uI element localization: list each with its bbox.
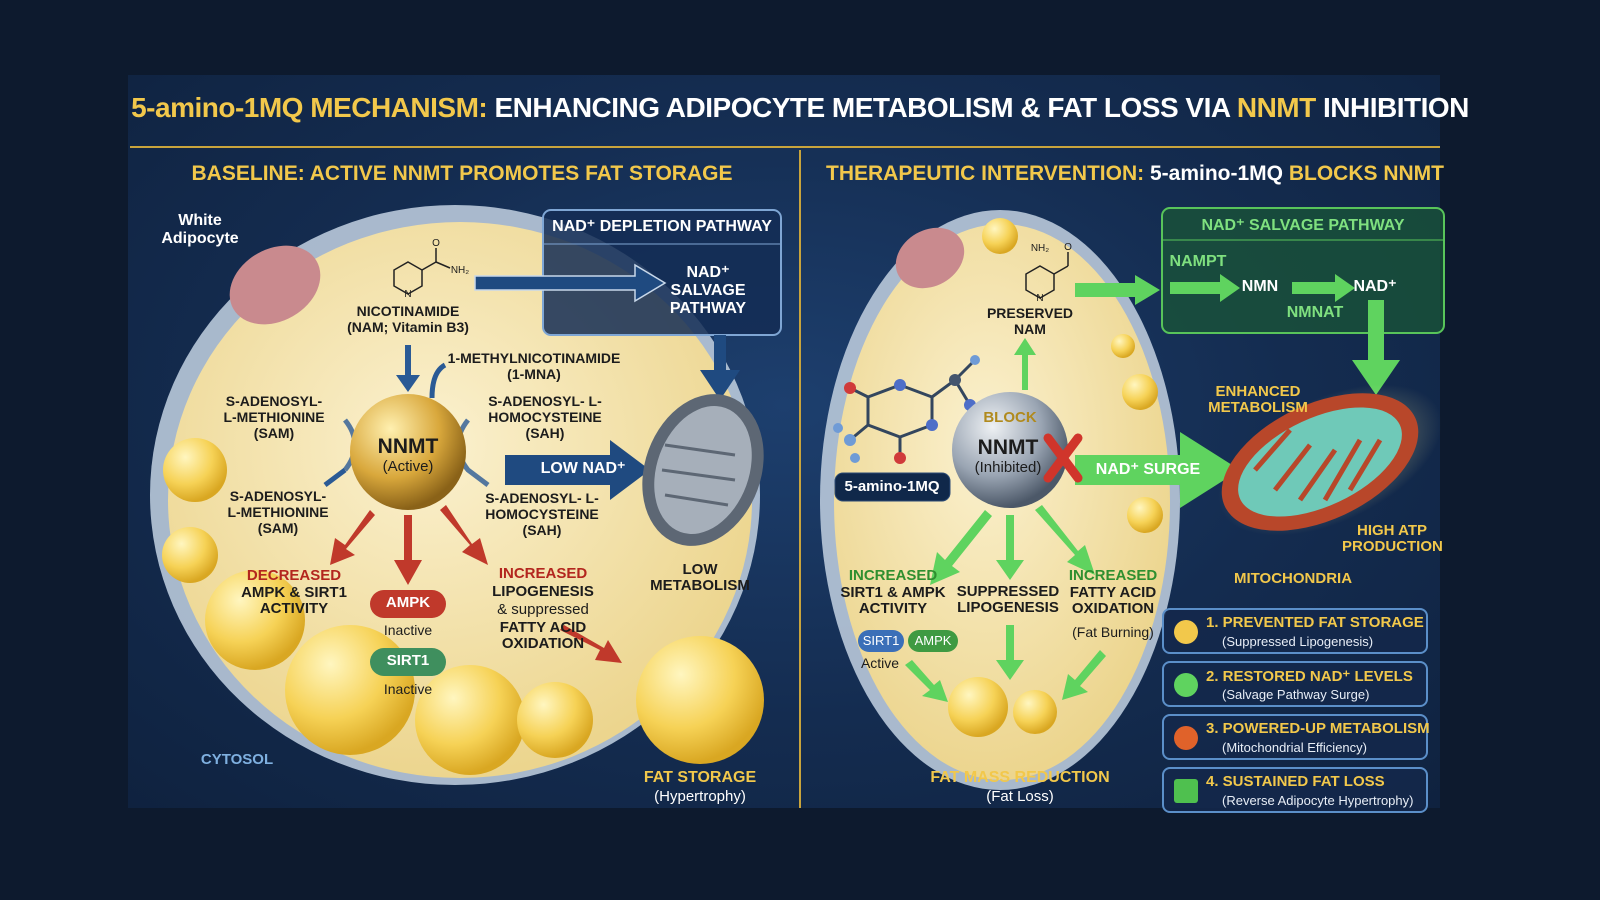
increased-label: INCREASED bbox=[848, 567, 938, 584]
block-label: BLOCK bbox=[983, 409, 1037, 426]
sah-label: S-ADENOSYL- L-HOMOCYSTEINE (SAH) bbox=[485, 490, 599, 538]
heading-part: THERAPEUTIC INTERVENTION: bbox=[826, 162, 1150, 185]
atom-label: N bbox=[404, 289, 412, 300]
atom-label: NH₂ bbox=[1030, 243, 1050, 254]
sun-icon bbox=[1174, 673, 1198, 697]
left-adipocyte bbox=[150, 205, 764, 785]
down-arrows-icon bbox=[1174, 779, 1198, 803]
increased-label: INCREASED bbox=[1068, 567, 1158, 584]
sam-label: S-ADENOSYL- L-METHIONINE (SAM) bbox=[223, 393, 325, 441]
increased-sub: SIRT1 & AMPK ACTIVITY bbox=[840, 584, 946, 617]
benefit-sub: (Reverse Adipocyte Hypertrophy) bbox=[1222, 793, 1414, 808]
fat-storage-sub: (Hypertrophy) bbox=[654, 788, 746, 805]
low-metabolism-label: LOW METABOLISM bbox=[650, 561, 750, 594]
ampk-pill: AMPK bbox=[385, 594, 431, 611]
sirt1-pill: SIRT1 bbox=[386, 652, 430, 669]
ampk-pill-bg bbox=[370, 590, 446, 618]
left-heading: BASELINE: ACTIVE NNMT PROMOTES FAT STORA… bbox=[191, 162, 733, 185]
nad-surge-arrow bbox=[1075, 432, 1240, 508]
enhanced-metabolism-label: ENHANCED METABOLISM bbox=[1208, 383, 1308, 416]
salvage-box-title: NAD⁺ SALVAGE PATHWAY bbox=[1201, 217, 1405, 234]
atom-label: O bbox=[1064, 242, 1072, 253]
nnmt-label: NNMT bbox=[977, 436, 1039, 459]
sah-label: S-ADENOSYL- L-HOMOCYSTEINE (SAH) bbox=[488, 393, 602, 441]
benefit-sub: (Mitochondrial Efficiency) bbox=[1222, 740, 1367, 755]
drug-label: 5-amino-1MQ bbox=[844, 478, 940, 495]
nnmt-label: NNMT bbox=[377, 435, 439, 458]
ampk-pill: AMPK bbox=[914, 633, 952, 648]
title-part: 5-amino-1MQ MECHANISM: bbox=[131, 92, 488, 123]
fao-label: FATTY ACID OXIDATION bbox=[1069, 584, 1157, 617]
cytosol-label: CYTOSOL bbox=[200, 751, 274, 768]
benefit-item: 2. RESTORED NAD⁺ LEVELS (Salvage Pathway … bbox=[1162, 661, 1428, 707]
right-heading: THERAPEUTIC INTERVENTION: 5-amino-1MQ BL… bbox=[826, 162, 1444, 186]
fat-burning-label: (Fat Burning) bbox=[1072, 624, 1154, 640]
preserved-nam-label: PRESERVED NAM bbox=[986, 305, 1074, 337]
page-title: 5-amino-1MQ MECHANISM: ENHANCING ADIPOCY… bbox=[0, 92, 1600, 124]
active-label: Active bbox=[860, 655, 900, 671]
suppressed-lipogenesis-label: SUPPRESSED LIPOGENESIS bbox=[956, 583, 1060, 616]
cell-label: White Adipocyte bbox=[161, 212, 239, 247]
ampk-state: Inactive bbox=[383, 622, 433, 638]
heading-part: BLOCKS NNMT bbox=[1282, 162, 1444, 185]
nampt-label: NAMPT bbox=[1169, 253, 1227, 270]
nnmt-enzyme-active bbox=[350, 394, 466, 510]
atom-label: NH₂ bbox=[450, 265, 470, 276]
low-nad-label: LOW NAD⁺ bbox=[540, 460, 626, 477]
benefit-title: 3. POWERED-UP METABOLISM bbox=[1206, 720, 1430, 737]
benefit-title: 2. RESTORED NAD⁺ LEVELS bbox=[1206, 668, 1413, 685]
benefit-sub: (Salvage Pathway Surge) bbox=[1222, 687, 1370, 702]
fat-storage-label: FAT STORAGE bbox=[643, 769, 757, 786]
nad-label: NAD⁺ bbox=[1353, 278, 1397, 295]
benefit-item: 3. POWERED-UP METABOLISM (Mitochondrial E… bbox=[1162, 714, 1430, 760]
nicotinamide-label: NICOTINAMIDE bbox=[356, 303, 460, 319]
heading-part: 5-amino-1MQ bbox=[1149, 162, 1283, 185]
nnmt-state: (Inhibited) bbox=[974, 459, 1042, 476]
fao-label: FATTY ACID OXIDATION bbox=[499, 619, 587, 652]
sirt1-pill: SIRT1 bbox=[862, 633, 900, 648]
low-nad-arrow bbox=[505, 440, 650, 500]
benefit-item: 4. SUSTAINED FAT LOSS (Reverse Adipocyte … bbox=[1162, 767, 1428, 813]
down-arrow bbox=[700, 335, 740, 400]
nmn-label: NMN bbox=[1241, 278, 1279, 295]
increased-label: INCREASED bbox=[498, 565, 588, 582]
mna-label: 1-METHYLNICOTINAMIDE bbox=[447, 350, 621, 366]
benefit-title: 1. PREVENTED FAT STORAGE bbox=[1206, 614, 1424, 631]
title-part: INHIBITION bbox=[1315, 92, 1469, 123]
fat-loss-label: (Fat Loss) bbox=[986, 788, 1054, 805]
sirt1-state: Inactive bbox=[383, 681, 433, 697]
benefit-title: 4. SUSTAINED FAT LOSS bbox=[1206, 773, 1385, 790]
block-x-icon bbox=[1043, 433, 1083, 483]
decreased-sub: AMPK & SIRT1 ACTIVITY bbox=[241, 584, 347, 617]
lipogenesis-label: LIPOGENESIS bbox=[492, 583, 594, 600]
atom-label: N bbox=[1036, 293, 1044, 304]
sam-label: S-ADENOSYL- L-METHIONINE (SAM) bbox=[227, 488, 329, 536]
salvage-label: NAD⁺ SALVAGE PATHWAY bbox=[669, 264, 747, 317]
energy-icon bbox=[1174, 726, 1198, 750]
nicotinamide-sub: (NAM; Vitamin B3) bbox=[347, 319, 469, 335]
nad-surge-label: NAD⁺ SURGE bbox=[1095, 461, 1201, 478]
mna-sub: (1-MNA) bbox=[507, 366, 561, 382]
fat-bag-icon bbox=[1174, 620, 1198, 644]
salvage-arrow bbox=[474, 263, 667, 303]
mitochondria-label: MITOCHONDRIA bbox=[1233, 570, 1353, 587]
depletion-box-title: NAD⁺ DEPLETION PATHWAY bbox=[552, 218, 772, 235]
title-part: ENHANCING ADIPOCYTE METABOLISM & FAT LOS… bbox=[487, 92, 1237, 123]
nnmt-state: (Active) bbox=[382, 458, 434, 475]
atom-label: O bbox=[432, 238, 440, 249]
sirt1-pill-bg bbox=[370, 648, 446, 676]
benefit-item: 1. PREVENTED FAT STORAGE (Suppressed Lipo… bbox=[1162, 608, 1428, 654]
high-atp-label: HIGH ATP PRODUCTION bbox=[1342, 522, 1443, 555]
benefit-sub: (Suppressed Lipogenesis) bbox=[1222, 634, 1374, 649]
title-part: NNMT bbox=[1236, 92, 1316, 123]
fat-mass-label: FAT MASS REDUCTION bbox=[930, 769, 1110, 786]
nnmt-enzyme-inhibited bbox=[952, 392, 1068, 508]
decreased-label: DECREASED bbox=[246, 567, 342, 584]
suppressed-label: & suppressed bbox=[497, 601, 589, 618]
nmnat-label: NMNAT bbox=[1286, 304, 1344, 321]
